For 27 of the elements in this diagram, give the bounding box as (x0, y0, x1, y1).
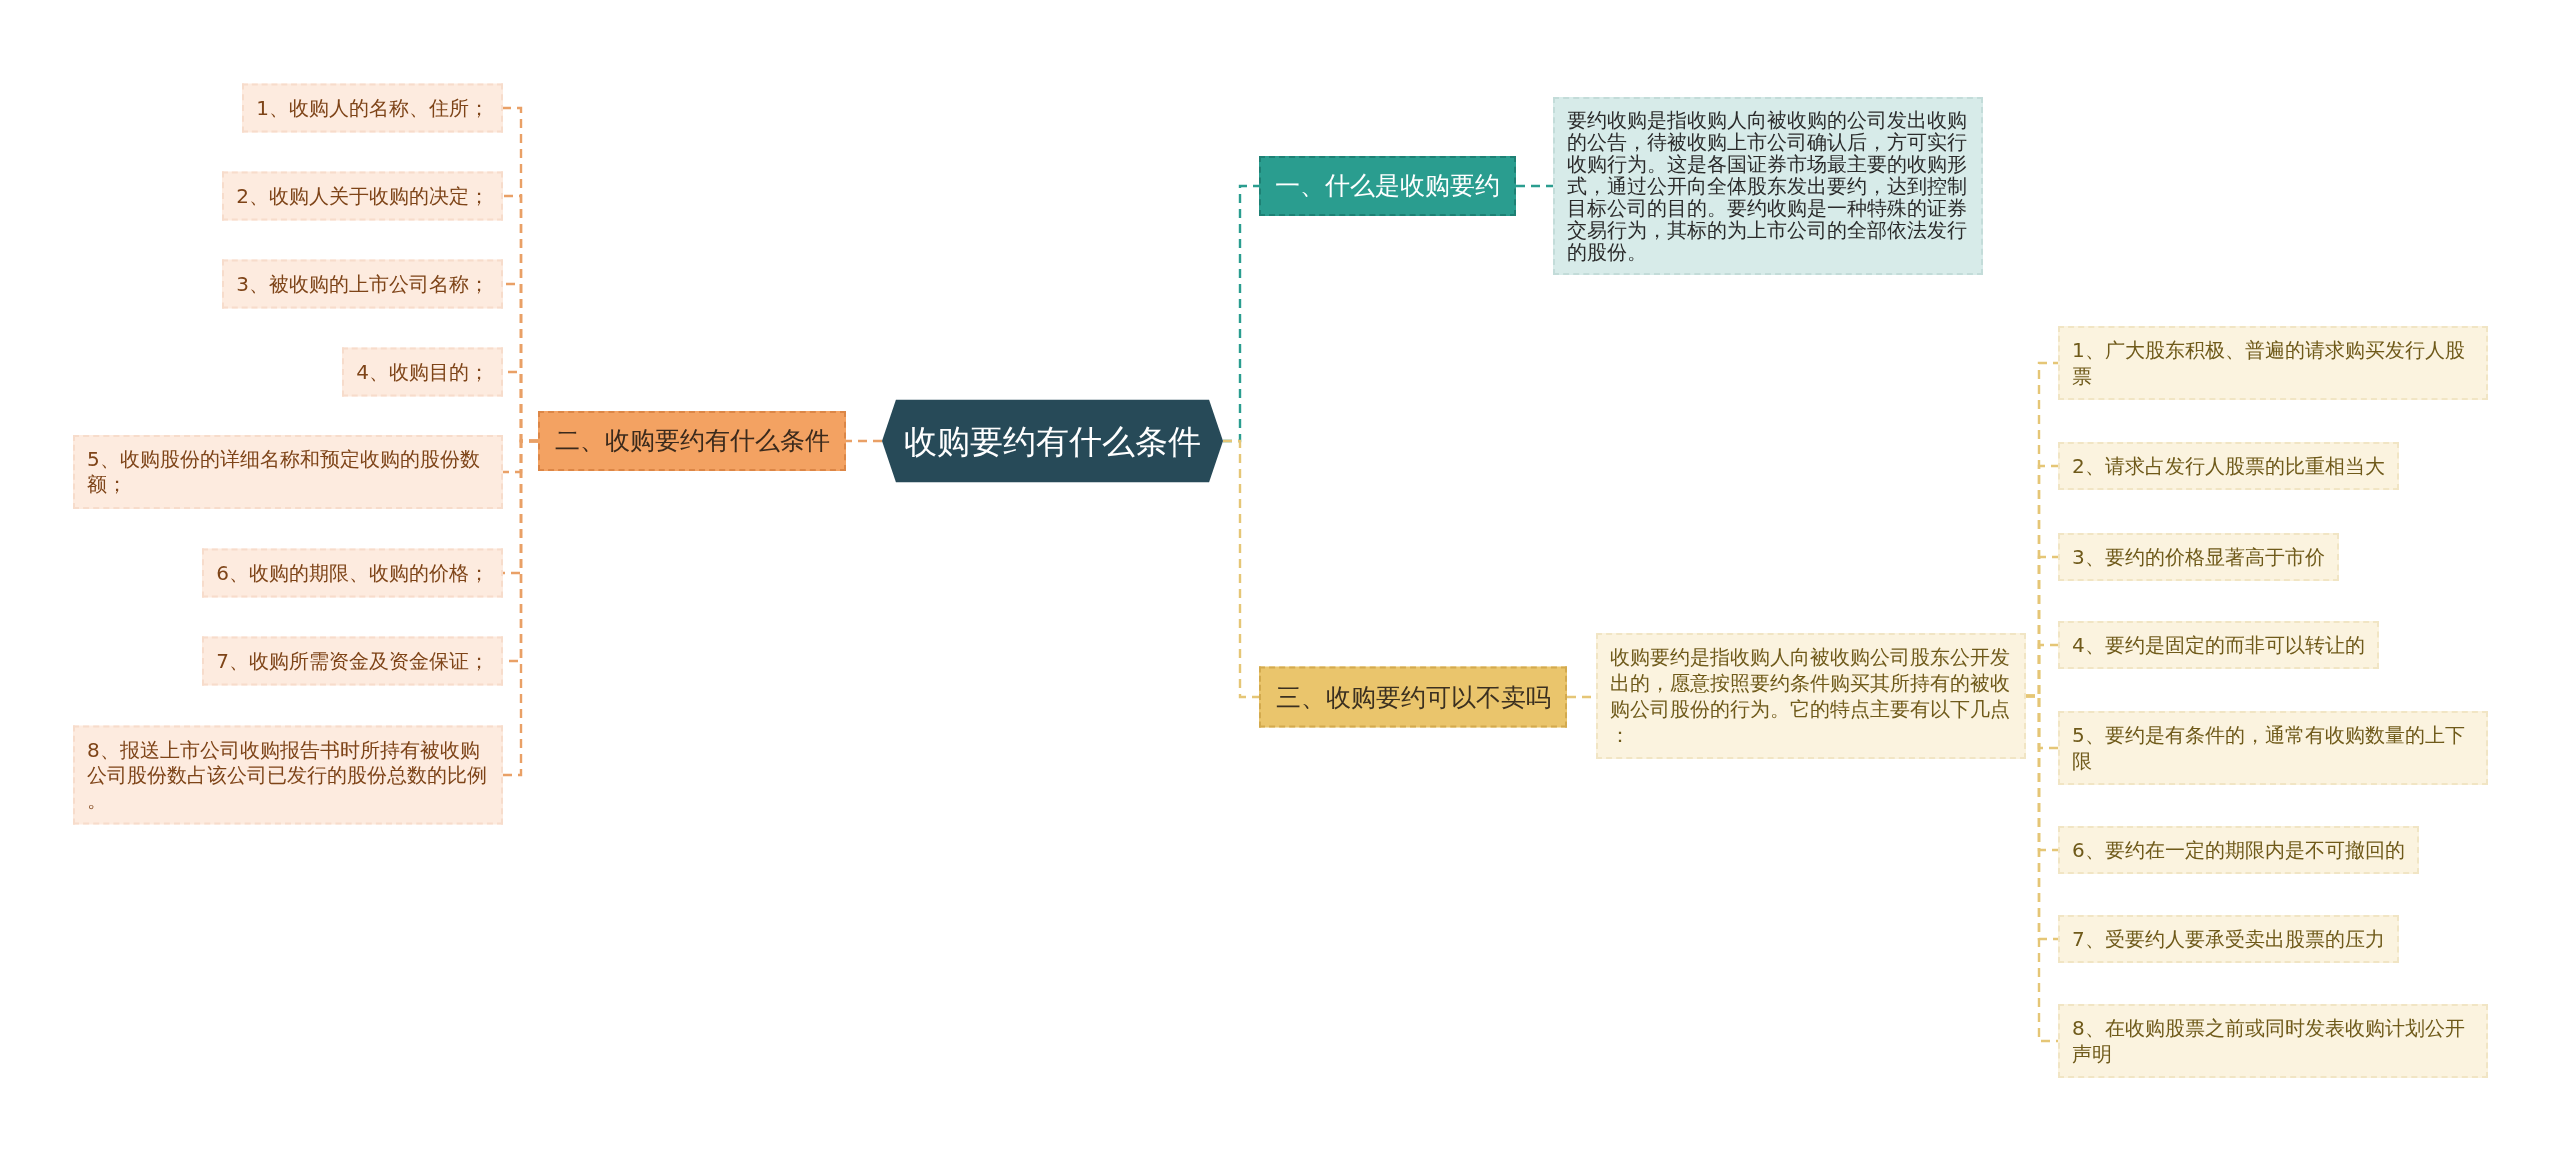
note-box: 要约收购是指收购人向被收购的公司发出收购的公告，待被收购上市公司确认后，方可实行收购行为。这是各国证券市场最主要的收购形式，通过公开向全体股东发出要约，达到控制目标公司的目的。要约收购是一种特殊的证券交易行为，其标的为上市公司的全部依法发行的股份。 (1553, 97, 1983, 275)
connector-line (846, 439, 882, 443)
subtopic-box: 4、要约是固定的而非可以转让的 (2058, 621, 2379, 669)
subtopic-box: 7、受要约人要承受卖出股票的压力 (2058, 915, 2399, 963)
subtopic-box: 1、广大股东积极、普遍的请求购买发行人股票 (2058, 326, 2488, 400)
subtopic-box: 2、请求占发行人股票的比重相当大 (2058, 442, 2399, 490)
connector-line (1223, 439, 1259, 699)
subtopic-box: 6、要约在一定的期限内是不可撤回的 (2058, 826, 2419, 874)
connector-line (1516, 184, 1553, 188)
subtopic-box: 3、被收购的上市公司名称； (222, 259, 503, 309)
subtopic-box: 8、报送上市公司收购报告书时所持有被收购公司股份数占该公司已发行的股份总数的比例。 (73, 725, 503, 825)
central-topic: 收购要约有什么条件 (882, 399, 1223, 483)
connector-line (503, 439, 538, 777)
subtopic-box: 7、收购所需资金及资金保证； (202, 636, 503, 686)
connector-line (2026, 694, 2058, 1043)
subtopic-box: 8、在收购股票之前或同时发表收购计划公开声明 (2058, 1004, 2488, 1078)
subtopic-box: 3、要约的价格显著高于市价 (2058, 533, 2339, 581)
subtopic-box: 5、收购股份的详细名称和预定收购的股份数额； (73, 435, 503, 509)
subtopic-box: 1、收购人的名称、住所； (242, 83, 503, 133)
subtopic-box: 4、收购目的； (342, 347, 503, 397)
subtopic-box: 6、收购的期限、收购的价格； (202, 548, 503, 598)
subtopic-box: 2、收购人关于收购的决定； (222, 171, 503, 221)
subtopic-box: 5、要约是有条件的，通常有收购数量的上下限 (2058, 711, 2488, 785)
branch-topic: 二、收购要约有什么条件 (538, 411, 846, 471)
branch-topic: 三、收购要约可以不卖吗 (1259, 666, 1567, 728)
branch-topic: 一、什么是收购要约 (1259, 156, 1516, 216)
note-box: 收购要约是指收购人向被收购公司股东公开发出的，愿意按照要约条件购买其所持有的被收购公司股份的行为。它的特点主要有以下几点： (1596, 633, 2026, 759)
